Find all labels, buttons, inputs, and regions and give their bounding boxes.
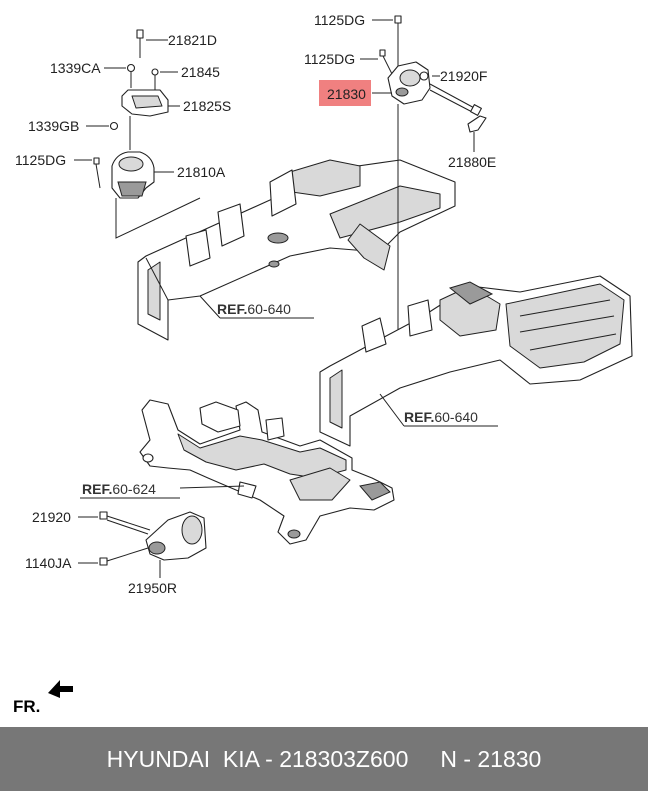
ref-label-60-640-a: REF.60-640: [217, 301, 291, 317]
transmission-mount-assembly-right: [360, 15, 487, 344]
label-1125DG-b: 1125DG: [314, 12, 365, 28]
front-direction-indicator: FR.: [13, 680, 73, 716]
parts-diagram: 21821D 1339CA 21845 21825S 1339GB 1125DG…: [13, 12, 633, 716]
ref-label-60-640-b: REF.60-640: [404, 409, 478, 425]
footer-gap: [408, 746, 440, 773]
label-1140JA: 1140JA: [25, 555, 72, 571]
footer-brand: HYUNDAI KIA -: [106, 745, 280, 772]
highlighted-part-21830: 21830: [319, 80, 371, 106]
subframe-crossmember: [80, 399, 395, 545]
label-21830: 21830: [327, 86, 366, 102]
label-1339CA: 1339CA: [50, 60, 101, 76]
front-arrow-icon: [48, 680, 73, 698]
label-1125DG-c: 1125DG: [304, 51, 355, 67]
label-21880E: 21880E: [448, 154, 496, 170]
label-1339GB: 1339GB: [28, 118, 79, 134]
label-21845: 21845: [181, 64, 220, 80]
label-21825S: 21825S: [183, 98, 231, 114]
roll-rod-mount-lower: [78, 511, 207, 578]
label-21810A: 21810A: [177, 164, 226, 180]
highlight-box: [319, 80, 371, 106]
fr-label: FR.: [13, 697, 40, 716]
label-21950R: 21950R: [128, 580, 177, 596]
label-1125DG-a: 1125DG: [15, 152, 66, 168]
label-21920: 21920: [32, 509, 71, 525]
label-21821D: 21821D: [168, 32, 217, 48]
label-21920F: 21920F: [440, 68, 487, 84]
side-member-frame-right: [319, 275, 633, 447]
ref-label-60-624: REF.60-624: [82, 481, 156, 497]
part-number-footer: HYUNDAI KIA - 218303Z600 N - 21830: [0, 727, 648, 791]
side-member-frame-left: [137, 159, 456, 341]
engine-mount-assembly-left: [74, 29, 201, 239]
footer-part-number: 218303Z600: [279, 745, 409, 772]
footer-position: N - 21830: [440, 745, 542, 772]
